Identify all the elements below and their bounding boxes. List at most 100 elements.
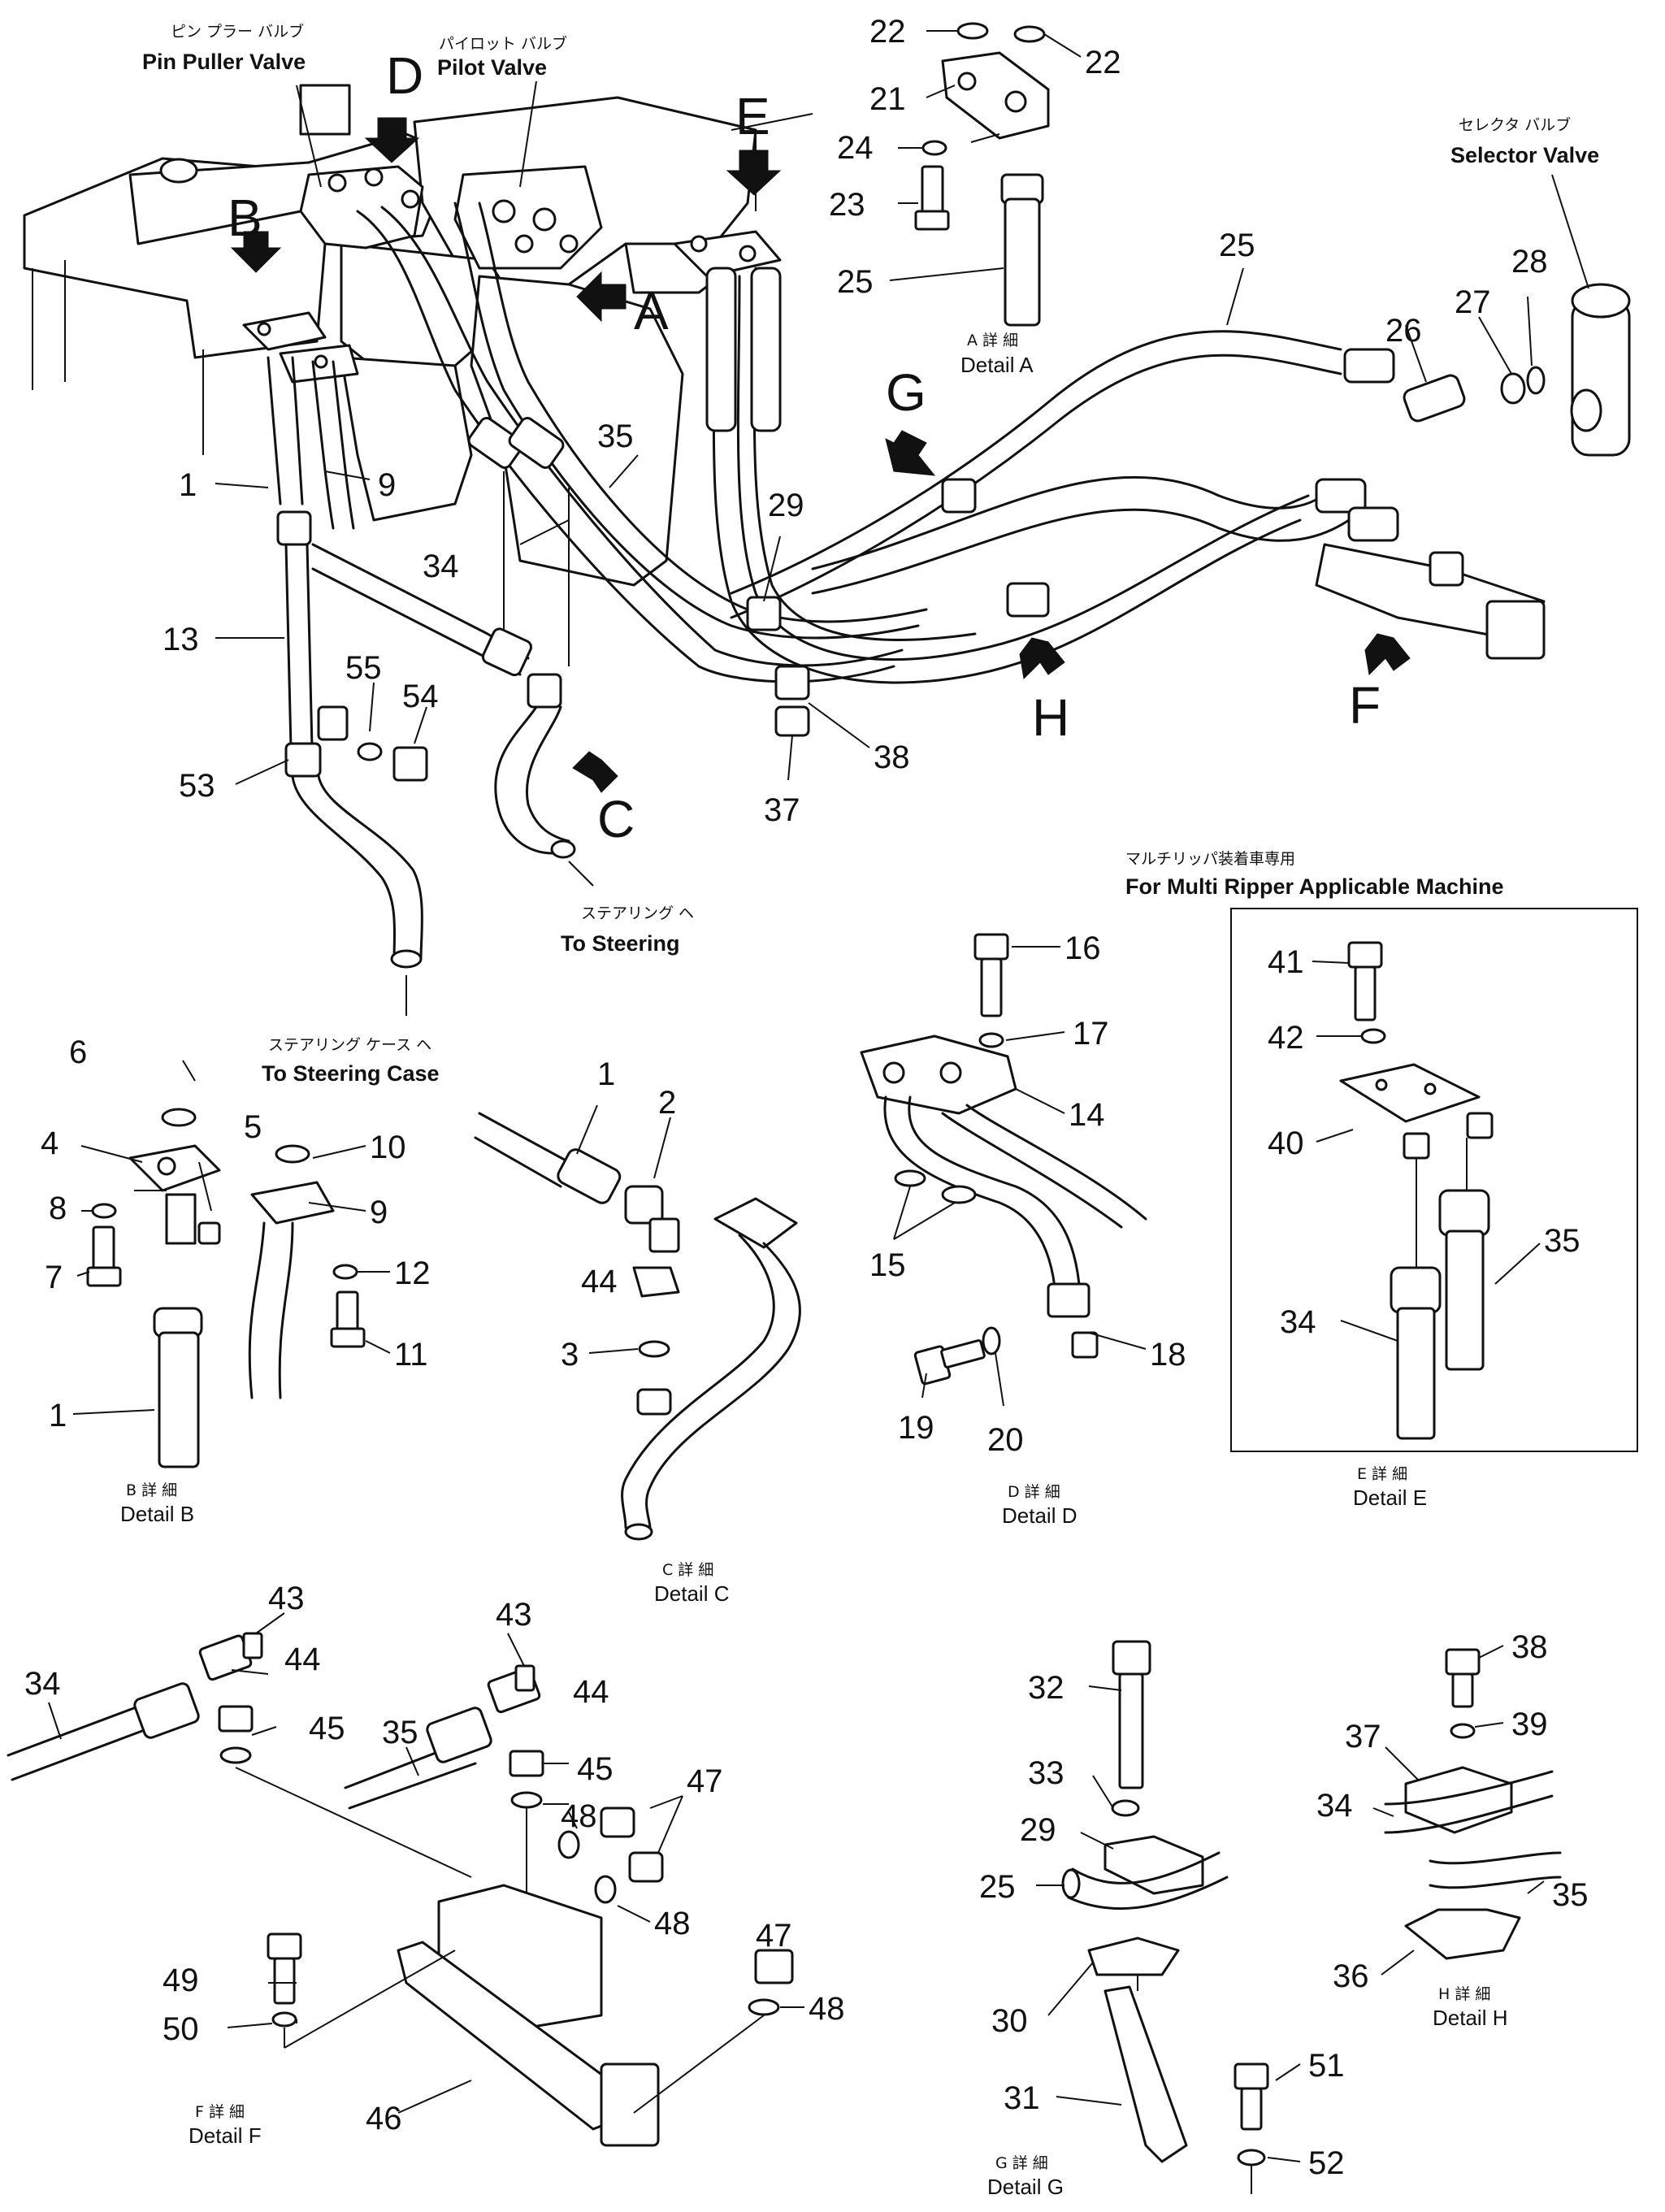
detail-d-caption-jp: D 詳 細 <box>1008 1483 1060 1501</box>
detail-e-caption: Detail E <box>1353 1486 1427 1510</box>
pin-puller-caption-jp: ピン プラー バルブ <box>171 22 304 41</box>
callout: 44 <box>284 1642 321 1677</box>
detail-d-caption: Detail D <box>1002 1503 1077 1528</box>
callout: 25 <box>979 1869 1016 1905</box>
detail-c-caption-jp: C 詳 細 <box>662 1561 713 1579</box>
callout: 45 <box>309 1711 345 1746</box>
callout: 2 <box>658 1085 676 1121</box>
pin-puller-caption: Pin Puller Valve <box>142 50 306 74</box>
detail-f-caption: Detail F <box>189 2123 262 2148</box>
callout: 55 <box>345 650 382 686</box>
callout: 39 <box>1511 1707 1548 1742</box>
detail-h-caption-jp: H 詳 細 <box>1438 1985 1490 2003</box>
callout: 18 <box>1150 1337 1186 1373</box>
callout: 11 <box>394 1337 428 1373</box>
callout: 26 <box>1385 313 1422 349</box>
detail-h-drawing <box>1372 1645 1562 1976</box>
callout: 28 <box>1511 244 1548 280</box>
detail-a-caption: Detail A <box>960 353 1034 377</box>
callout: 43 <box>268 1581 305 1616</box>
view-letter-a: A <box>634 282 669 340</box>
arrow-a <box>576 271 627 323</box>
detail-g-caption: Detail G <box>987 2175 1064 2199</box>
arrow-c <box>572 751 618 793</box>
callout: 53 <box>179 768 215 804</box>
callout: 42 <box>1268 1020 1304 1056</box>
detail-c-callouts: 1 2 44 3 <box>561 1056 676 1373</box>
arrow-d <box>364 117 420 163</box>
detail-e-caption-jp: E 詳 細 <box>1357 1465 1407 1483</box>
callout: 16 <box>1064 930 1101 966</box>
detail-a-caption-jp: A 詳 細 <box>967 332 1018 349</box>
callout: 20 <box>987 1422 1024 1458</box>
hose-25 <box>730 330 1546 619</box>
detail-b-callouts: 6 4 5 8 7 1 10 9 12 11 <box>41 1034 431 1433</box>
detail-b-caption-jp: B 詳 細 <box>126 1481 177 1499</box>
to-steering-case-caption: To Steering Case <box>262 1061 440 1086</box>
callout: 52 <box>1308 2145 1345 2181</box>
callout: 7 <box>45 1260 63 1295</box>
detail-b-drawing <box>72 1060 391 1468</box>
callout: 24 <box>837 130 874 166</box>
callout: 34 <box>1316 1788 1353 1824</box>
detail-f-caption-jp: F 詳 細 <box>195 2103 245 2121</box>
view-arrows <box>230 117 1411 793</box>
arrow-g <box>885 430 936 476</box>
callout: 35 <box>382 1715 418 1750</box>
view-letter-f: F <box>1349 676 1381 735</box>
callout: 1 <box>179 467 197 503</box>
callout: 48 <box>809 1991 845 2027</box>
callout: 6 <box>69 1034 87 1070</box>
callout: 3 <box>561 1337 579 1373</box>
callout: 34 <box>423 549 459 584</box>
callout: 54 <box>402 679 439 714</box>
arrow-e <box>726 150 782 196</box>
callout: 4 <box>41 1126 59 1161</box>
to-steering-caption-jp: ステアリング ヘ <box>581 904 694 922</box>
callout: 51 <box>1308 2048 1345 2084</box>
valve-body-frame <box>23 84 813 666</box>
bolt-54-washer-55 <box>357 742 428 782</box>
detail-d-callouts: 16 17 14 15 18 19 20 <box>869 930 1186 1458</box>
view-letter-h: H <box>1032 688 1069 747</box>
arrow-b <box>230 231 282 273</box>
callout: 47 <box>687 1763 723 1799</box>
main-callouts: 1 9 13 53 55 54 35 34 29 25 26 27 28 37 … <box>163 228 1548 828</box>
main-leaders <box>215 267 1533 785</box>
detail-c-drawing <box>474 1104 801 1541</box>
captions: ピン プラー バルブ Pin Puller Valve パイロット バルブ Pi… <box>142 22 1599 1086</box>
caption-leaders <box>296 80 1589 1016</box>
callout: 17 <box>1073 1016 1109 1052</box>
hoses-to-f-block <box>811 476 1546 660</box>
callout: 47 <box>756 1918 792 1954</box>
block-e <box>673 230 782 278</box>
callout: 37 <box>1345 1719 1381 1754</box>
multi-ripper-caption-jp: マルチリッパ装着車専用 <box>1125 850 1295 868</box>
detail-g-callouts: 32 33 29 25 30 31 51 52 <box>979 1670 1345 2181</box>
detail-b-caption: Detail B <box>120 1502 194 1526</box>
callout: 31 <box>1004 2080 1040 2116</box>
callout: 37 <box>764 792 800 828</box>
callout: 29 <box>768 488 804 523</box>
callout: 38 <box>874 740 910 775</box>
callout: 46 <box>366 2101 402 2136</box>
detail-e-drawing <box>1230 908 1638 1452</box>
main-assembly <box>23 84 1631 969</box>
callout: 35 <box>597 419 634 454</box>
callout: 1 <box>49 1398 67 1433</box>
callout: 19 <box>898 1410 934 1446</box>
callout: 15 <box>869 1247 906 1283</box>
callout: 29 <box>1020 1812 1056 1848</box>
callout: 32 <box>1028 1670 1064 1706</box>
detail-e-frame <box>1230 908 1638 1452</box>
detail-f-drawing <box>7 1612 804 2147</box>
callout: 21 <box>869 81 906 117</box>
hose-to-steering <box>481 627 576 859</box>
detail-f-callouts: 34 43 44 45 35 43 44 45 48 47 48 47 48 4… <box>24 1581 845 2136</box>
callout: 40 <box>1268 1126 1304 1161</box>
callout: 12 <box>394 1256 431 1291</box>
callout: 25 <box>837 264 874 300</box>
to-steering-case-caption-jp: ステアリング ケース ヘ <box>268 1036 431 1054</box>
detail-a-drawing <box>889 22 1082 327</box>
